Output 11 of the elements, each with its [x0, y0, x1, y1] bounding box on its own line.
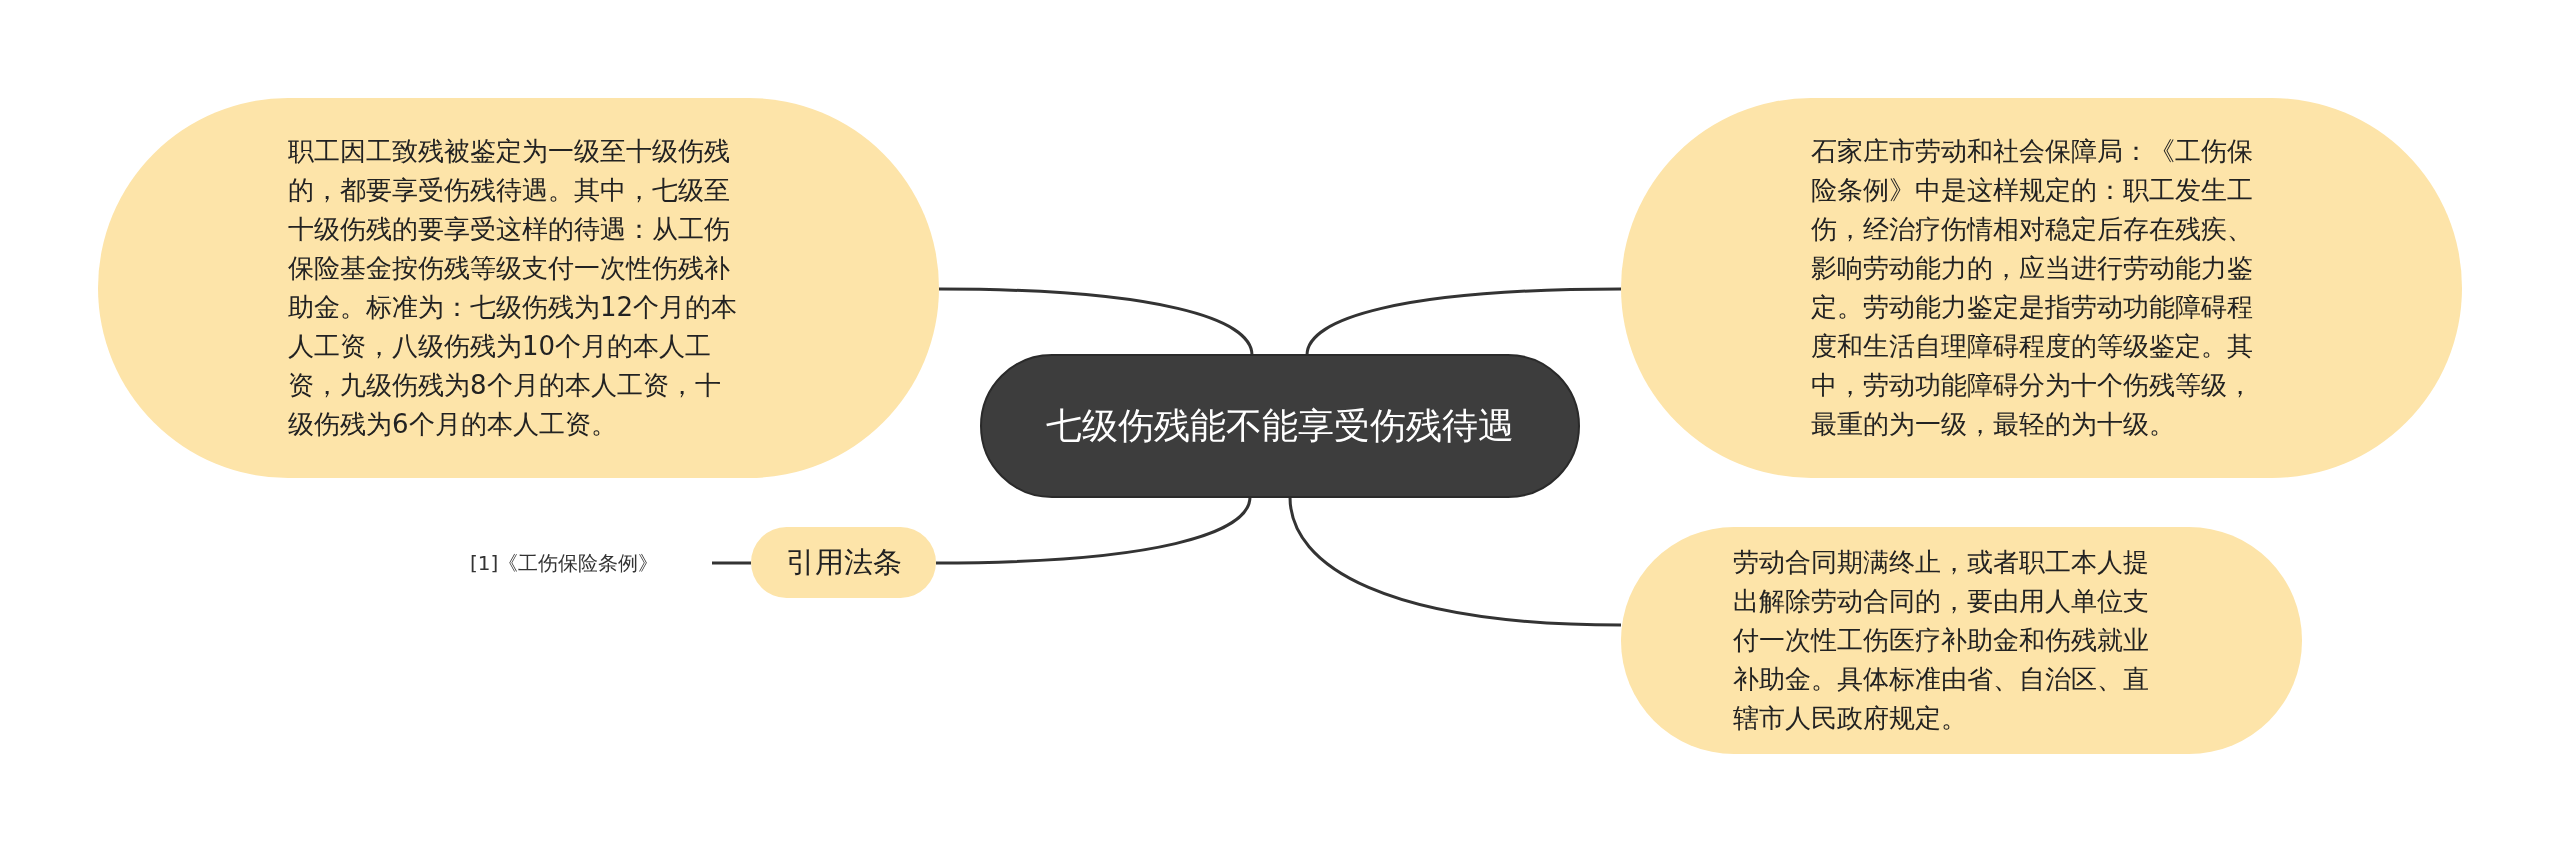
citation-text: [1]《工伤保险条例》 — [470, 550, 660, 576]
topic-text: 职工因工致残被鉴定为一级至十级伤残的，都要享受伤残待遇。其中，七级至十级伤残的要享受这样的待遇：从工伤保险基金按伤残等级支付一次性伤残补助金。标准为：七级伤残为12个月的本人工资，八级伤残为10个月的本人工资，九级伤残为8个月的本人工资，十级伤残为6个月的本人工资。 — [288, 135, 739, 441]
topic-text: 劳动合同期满终止，或者职工本人提出解除劳动合同的，要由用人单位支付一次性工伤医疗补助金和伤残就业补助金。具体标准由省、自治区、直辖市人民政府规定。 — [1733, 546, 2150, 735]
connector-line — [1305, 287, 1621, 356]
topic-title: 七级伤残能不能享受伤残待遇 — [1045, 403, 1515, 448]
connector-line — [712, 561, 751, 565]
topic-text: 石家庄市劳动和社会保障局：《工伤保险条例》中是这样规定的：职工发生工伤，经治疗伤情相对稳定后存在残疾、影响劳动能力的，应当进行劳动能力鉴定。劳动能力鉴定是指劳动功能障碍程度和生活自理障碍程度的等级鉴定。其中，劳动功能障碍分为十个伤残等级，最重的为一级，最轻的为十级。 — [1811, 135, 2254, 441]
topic-label: 引用法条 — [784, 543, 903, 581]
connector-line — [936, 496, 1252, 565]
connector-line — [939, 287, 1254, 356]
connector-line — [1288, 496, 1622, 627]
